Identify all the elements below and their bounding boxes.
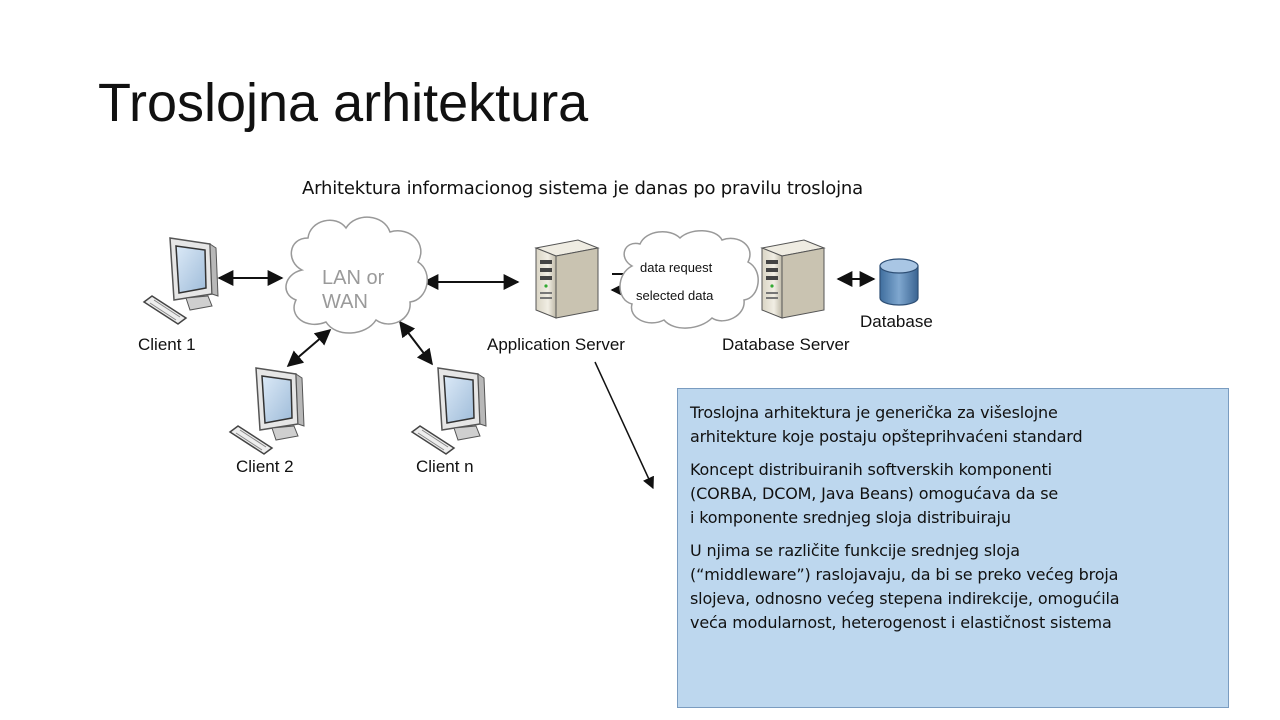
app-server-label: Application Server: [487, 335, 625, 354]
info-paragraph: U njima se različite funkcije srednjeg s…: [690, 541, 1120, 632]
info-paragraph: Koncept distribuiranih softverskih kompo…: [690, 460, 1059, 527]
computer-icon: [229, 367, 305, 455]
computer-icon: [411, 367, 487, 455]
cloud-icon: [285, 216, 428, 334]
computer-icon: [143, 237, 219, 325]
slide-subtitle: Arhitektura informacionog sistema je dan…: [302, 178, 863, 199]
info-box: Troslojna arhitektura je generička za vi…: [677, 388, 1229, 708]
link-network-clientn: [399, 320, 433, 366]
info-paragraph: Troslojna arhitektura je generička za vi…: [690, 403, 1083, 446]
network-label-line1: LAN or: [322, 267, 385, 289]
database-icon: [879, 258, 919, 306]
database-label: Database: [860, 312, 933, 331]
server-icon: [535, 239, 599, 319]
link-label-request: data request: [640, 260, 713, 275]
link-network-client2: [286, 328, 332, 368]
client1-label: Client 1: [138, 335, 196, 354]
link-label-response: selected data: [636, 288, 714, 303]
slide-title: Troslojna arhitektura: [98, 73, 589, 133]
cloud-icon: [619, 230, 759, 329]
clientn-label: Client n: [416, 457, 474, 476]
server-icon: [761, 239, 825, 319]
callout-pointer: [594, 361, 654, 490]
db-server-label: Database Server: [722, 335, 850, 354]
client2-label: Client 2: [236, 457, 294, 476]
network-label-line2: WAN: [322, 291, 368, 313]
